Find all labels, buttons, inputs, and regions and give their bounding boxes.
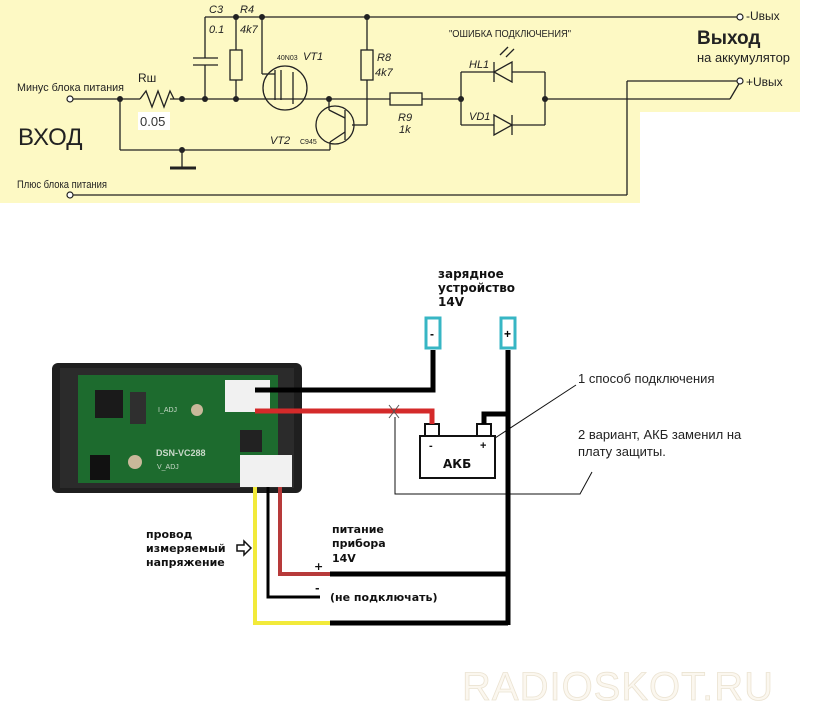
output-subtitle: на аккумулятор bbox=[697, 50, 790, 65]
vt2-part: C945 bbox=[300, 139, 317, 146]
terminals bbox=[66, 13, 744, 199]
r9-value: 1k bbox=[399, 124, 411, 136]
charger-label-1: зарядное bbox=[438, 267, 504, 281]
module-iadj: I_ADJ bbox=[158, 407, 177, 414]
module-model: DSN-VC288 bbox=[156, 448, 206, 458]
note-method-1: 1 способ подключения bbox=[578, 371, 714, 386]
wiring-diagram: DSN-VC288 V_ADJ I_ADJ - + зарядное устро… bbox=[52, 267, 742, 626]
schematic: ВХОД Минус блока питания Плюс блока пита… bbox=[0, 0, 800, 203]
wire-red-supply bbox=[255, 408, 435, 424]
r8-ref: R8 bbox=[377, 52, 392, 64]
battery: - + АКБ bbox=[419, 423, 496, 479]
measured-wire-label-2: измеряемый bbox=[146, 542, 226, 555]
c3-ref: C3 bbox=[209, 4, 224, 16]
chip bbox=[95, 390, 123, 418]
c3-value: 0.1 bbox=[209, 24, 224, 36]
minus-supply-label: Минус блока питания bbox=[17, 82, 124, 94]
power-label-3: 14V bbox=[332, 552, 356, 565]
wires bbox=[253, 350, 511, 626]
shunt-ref: Rш bbox=[138, 71, 156, 85]
note-method-2-line1: 2 вариант, АКБ заменил на bbox=[578, 427, 742, 442]
power-plus-sign: + bbox=[314, 560, 323, 573]
vt2-ref: VT2 bbox=[270, 135, 290, 147]
r8-value: 4k7 bbox=[375, 67, 394, 79]
charger-minus-sign: - bbox=[430, 327, 434, 341]
wire-black-meter-gnd bbox=[266, 487, 320, 599]
vd1-ref: VD1 bbox=[469, 111, 490, 123]
do-not-connect-label: (не подключать) bbox=[330, 591, 438, 604]
power-minus-sign: - bbox=[315, 582, 320, 595]
sense-connector bbox=[240, 455, 292, 487]
charger-label-2: устройство bbox=[438, 281, 515, 295]
note-method-2-line2: плату защиты. bbox=[578, 444, 666, 459]
plus-out-label: +Uвых bbox=[746, 75, 783, 89]
v-adj-trimmer bbox=[128, 455, 142, 469]
r9-ref: R9 bbox=[398, 112, 412, 124]
wire-red-meter-power bbox=[278, 487, 330, 576]
junction-dots bbox=[117, 14, 548, 153]
module-vadj: V_ADJ bbox=[157, 464, 179, 471]
wire-yellow-measure bbox=[253, 487, 330, 625]
minus-out-label: -Uвых bbox=[746, 9, 780, 23]
battery-plus-sign: + bbox=[480, 440, 486, 452]
shunt-value: 0.05 bbox=[140, 114, 165, 129]
vt1-part: 40N03 bbox=[277, 55, 298, 62]
battery-label: АКБ bbox=[443, 457, 471, 471]
watermark: RADIOSKOT.RU bbox=[462, 665, 774, 709]
wire-black-battery-plus bbox=[481, 411, 508, 424]
wire-black-charger-minus bbox=[255, 350, 436, 393]
power-connector bbox=[225, 380, 270, 412]
shunt-resistor bbox=[139, 89, 175, 109]
charger-minus-terminal bbox=[424, 316, 442, 350]
power-label-2: прибора bbox=[332, 537, 386, 550]
cut-mark bbox=[388, 404, 400, 419]
measured-wire-label-1: провод bbox=[146, 528, 193, 541]
r4-value: 4k7 bbox=[240, 24, 259, 36]
schematic-background bbox=[0, 0, 800, 203]
power-label-1: питание bbox=[332, 523, 384, 536]
charger-label-3: 14V bbox=[438, 295, 465, 309]
led-caption: "ОШИБКА ПОДКЛЮЧЕНИЯ" bbox=[449, 29, 571, 40]
input-label: ВХОД bbox=[18, 124, 83, 151]
battery-minus-sign: - bbox=[429, 440, 433, 452]
hl1-ref: HL1 bbox=[469, 59, 489, 71]
arrow-right-icon bbox=[236, 539, 253, 557]
measured-wire-label-3: напряжение bbox=[146, 556, 225, 569]
charger-plus-sign: + bbox=[504, 327, 511, 341]
i-adj-trimmer bbox=[191, 404, 203, 416]
output-title: Выход bbox=[697, 28, 760, 49]
r4-ref: R4 bbox=[240, 4, 254, 16]
charger-plus-terminal bbox=[499, 316, 517, 350]
voltmeter-module: DSN-VC288 V_ADJ I_ADJ bbox=[52, 363, 302, 493]
plus-supply-label: Плюс блока питания bbox=[17, 179, 107, 191]
vt1-ref: VT1 bbox=[303, 51, 323, 63]
